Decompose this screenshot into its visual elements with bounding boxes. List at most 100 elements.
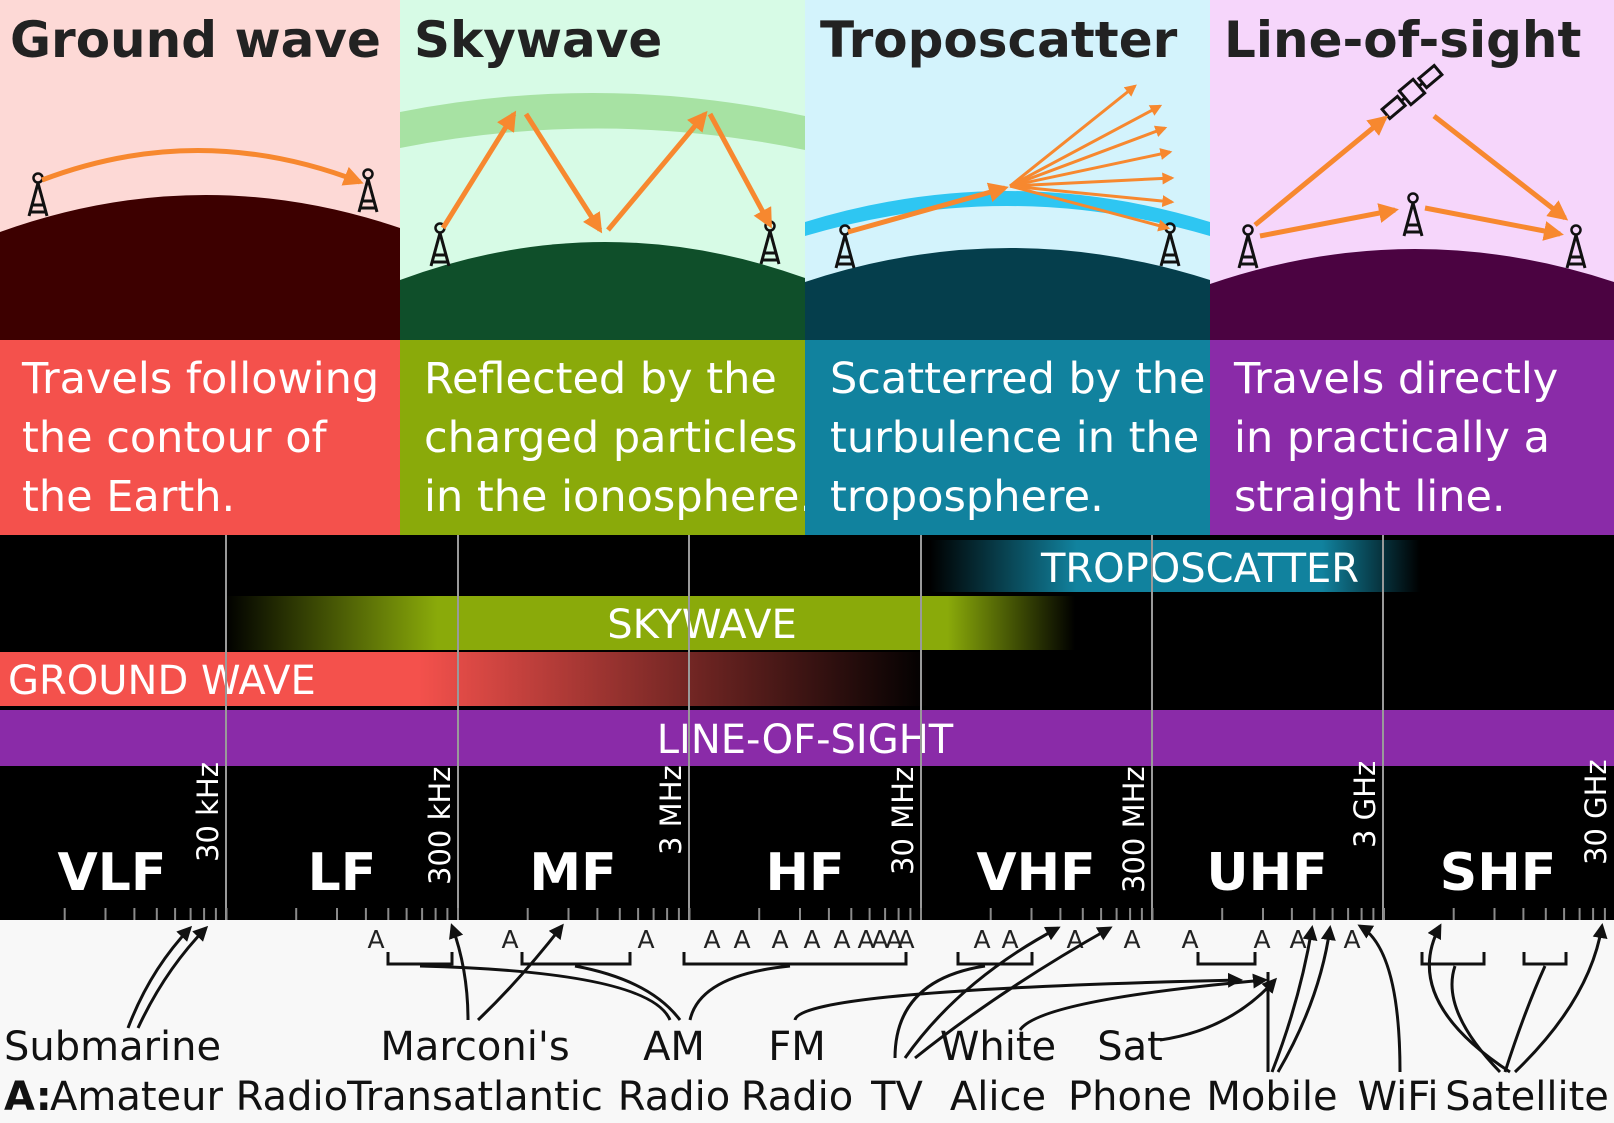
troposcatter-desc-line: turbulence in the	[830, 413, 1199, 463]
band-upper-freq-shf: 30 GHz	[1579, 759, 1613, 865]
application-brackets	[386, 952, 1568, 966]
app-label-satellite: Satellite	[1445, 1074, 1609, 1120]
amateur-radio-marker: A	[703, 925, 720, 954]
skywave-arrow	[440, 110, 517, 230]
amateur-radio-marker: A	[367, 925, 384, 954]
applications-strip	[0, 920, 1614, 1123]
pointer-satellite	[1450, 965, 1502, 1074]
pointer-am-radio	[574, 964, 682, 1021]
app-label-fm-top: FM	[768, 1024, 826, 1070]
bracket-am-radio	[520, 952, 632, 966]
scatter-ray	[1009, 184, 1175, 208]
troposcatter-desc-line: Scatterred by the	[830, 354, 1206, 404]
mode-ground-wave: Ground wave Travels following the contou…	[0, 0, 400, 535]
app-label-tv: TV	[870, 1074, 923, 1120]
pointer-mobile	[1276, 925, 1336, 1073]
mode-troposcatter: Troposcatter Scatterred by the turbulenc…	[805, 0, 1210, 535]
pointer-marconi	[449, 923, 470, 1021]
skywave-range-bar	[225, 596, 1075, 650]
app-label-wifi: WiFi	[1358, 1074, 1439, 1120]
ground-wave-desc-line: the Earth.	[22, 472, 235, 522]
line-of-sight-arrow	[1432, 114, 1569, 221]
pointer-tv	[914, 926, 1113, 1060]
amateur-radio-marker: A	[501, 925, 518, 954]
scatter-ray	[1009, 184, 1171, 232]
scatter-ray	[1009, 172, 1175, 188]
skywave-description-panel	[400, 340, 805, 535]
pointer-satellite	[1427, 923, 1511, 1074]
pointer-submarine	[126, 925, 193, 1029]
log-scale-ticks	[63, 908, 1606, 920]
pointer-satellite	[1503, 965, 1547, 1073]
app-label-white-alice-top: White	[940, 1024, 1056, 1070]
legend-amateur-radio: Amateur Radio	[50, 1074, 348, 1120]
amateur-radio-marker: A	[1001, 925, 1018, 954]
amateur-radio-marker: A	[803, 925, 820, 954]
line-of-sight-range-label: LINE-OF-SIGHT	[657, 717, 954, 763]
skywave-range-label: SKYWAVE	[607, 602, 796, 648]
amateur-radio-marker: A	[1181, 925, 1198, 954]
pointer-am-radio	[419, 964, 672, 1021]
band-name-vhf: VHF	[976, 843, 1095, 903]
scatter-ray	[1009, 104, 1163, 188]
pointer-marconi	[476, 923, 564, 1022]
scatter-ray	[1009, 148, 1173, 188]
app-label-sat-phone-bottom: Phone	[1068, 1074, 1192, 1120]
mode-title-line-of-sight: Line-of-sight	[1224, 11, 1581, 69]
scatter-fan	[1009, 84, 1175, 232]
troposcatter-arrow	[847, 182, 1009, 235]
ground-wave-arrow	[41, 148, 364, 186]
band-dividers	[225, 535, 1384, 920]
troposcatter-range-label: TROPOSCATTER	[1040, 546, 1359, 592]
app-label-sat-phone-top: Sat	[1097, 1024, 1163, 1070]
bracket-white-alice	[956, 952, 1034, 966]
mode-title-troposcatter: Troposcatter	[820, 11, 1178, 69]
mode-line-of-sight: Line-of-sight Travels directly in practi…	[1210, 0, 1614, 535]
troposcatter-description-panel	[805, 340, 1210, 535]
band-name-vlf: VLF	[58, 843, 167, 903]
scatter-ray	[1009, 125, 1168, 188]
legend-key: A:	[4, 1074, 52, 1120]
ground-wave-desc-line: the contour of	[22, 413, 328, 463]
amateur-radio-marker: A	[1289, 925, 1306, 954]
line-of-sight-desc-line: Travels directly	[1233, 354, 1558, 404]
bracket-fm-tv	[682, 952, 908, 966]
app-label-fm-bottom: Radio	[741, 1074, 853, 1120]
skywave-arrow	[707, 112, 773, 229]
skywave-arrow	[606, 110, 708, 232]
band-name-hf: HF	[765, 843, 844, 903]
skywave-desc-line: charged particles	[424, 413, 797, 463]
pointer-satellite	[1513, 923, 1608, 1074]
band-upper-freq-lf: 300 kHz	[423, 767, 457, 885]
amateur-radio-marker: A	[1343, 925, 1360, 954]
band-upper-freq-vlf: 30 kHz	[191, 762, 225, 862]
amateur-radio-marker: A	[833, 925, 850, 954]
app-label-mobile: Mobile	[1206, 1074, 1337, 1120]
band-name-shf: SHF	[1440, 843, 1557, 903]
band-upper-freq-hf: 30 MHz	[886, 767, 920, 875]
line-of-sight-arrow	[1253, 115, 1389, 227]
band-upper-freq-mf: 3 MHz	[654, 765, 688, 855]
bracket-satellite-b	[1522, 952, 1568, 966]
pointer-submarine	[136, 925, 209, 1029]
app-label-marconi-top: Marconi's	[380, 1024, 569, 1070]
bracket-marconi	[386, 952, 454, 966]
troposcatter-range-bar	[930, 540, 1420, 592]
amateur-radio-marker: A	[885, 925, 902, 954]
troposcatter-desc-line: troposphere.	[830, 472, 1104, 522]
troposphere-layer	[805, 191, 1210, 236]
band-name-lf: LF	[308, 843, 377, 903]
amateur-radio-marker: A	[857, 925, 874, 954]
pointer-fm-radio	[793, 972, 1243, 1021]
pointer-mobile	[1270, 925, 1318, 1073]
band-name-mf: MF	[529, 843, 616, 903]
ground-wave-range-label: GROUND WAVE	[8, 658, 316, 704]
pointer-tv	[893, 964, 986, 1059]
line-of-sight-range-bar	[0, 710, 1614, 766]
skywave-desc-line: in the ionosphere.	[424, 472, 813, 522]
line-of-sight-desc-line: straight line.	[1234, 472, 1506, 522]
amateur-radio-marker: A	[637, 925, 654, 954]
